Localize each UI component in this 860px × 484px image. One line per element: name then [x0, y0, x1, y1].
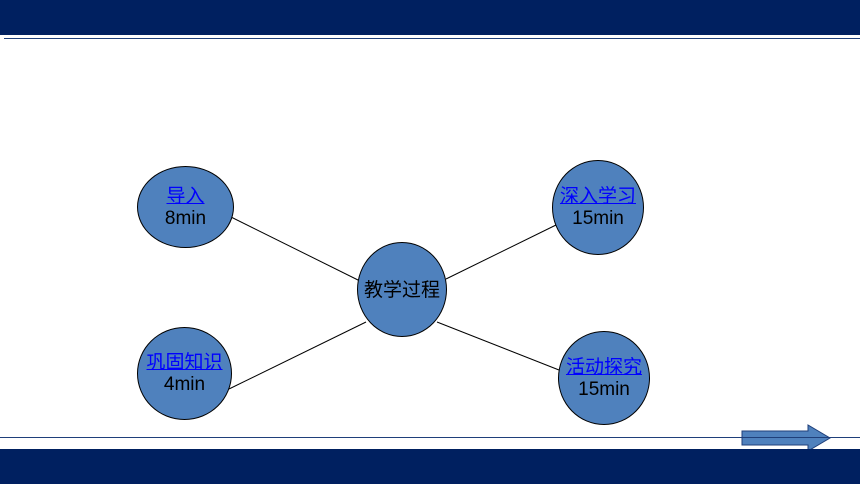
node-teaching-process: 教学过程 [357, 242, 447, 337]
link-intro[interactable]: 导入 [166, 184, 205, 207]
link-consolidate[interactable]: 巩固知识 [146, 351, 223, 373]
bottom-banner [0, 449, 860, 484]
arrow-right-icon[interactable] [741, 424, 831, 452]
connector-intro [228, 215, 363, 283]
node-activity: 活动探究 15min [558, 331, 650, 425]
top-banner [0, 0, 860, 35]
node-intro: 导入 8min [137, 166, 234, 248]
duration-deep-learning: 15min [572, 208, 624, 229]
center-label: 教学过程 [363, 278, 440, 301]
connector-activity [436, 321, 560, 371]
node-consolidate: 巩固知识 4min [137, 327, 232, 420]
connector-consolidate [228, 321, 367, 390]
link-deep-learning[interactable]: 深入学习 [559, 185, 636, 207]
bottom-divider [0, 437, 860, 438]
duration-consolidate: 4min [163, 374, 206, 395]
duration-intro: 8min [164, 207, 207, 229]
node-deep-learning: 深入学习 15min [552, 160, 644, 255]
link-activity[interactable]: 活动探究 [565, 355, 642, 378]
connector-deep [445, 224, 557, 280]
duration-activity: 15min [578, 378, 630, 400]
top-divider [4, 38, 860, 39]
